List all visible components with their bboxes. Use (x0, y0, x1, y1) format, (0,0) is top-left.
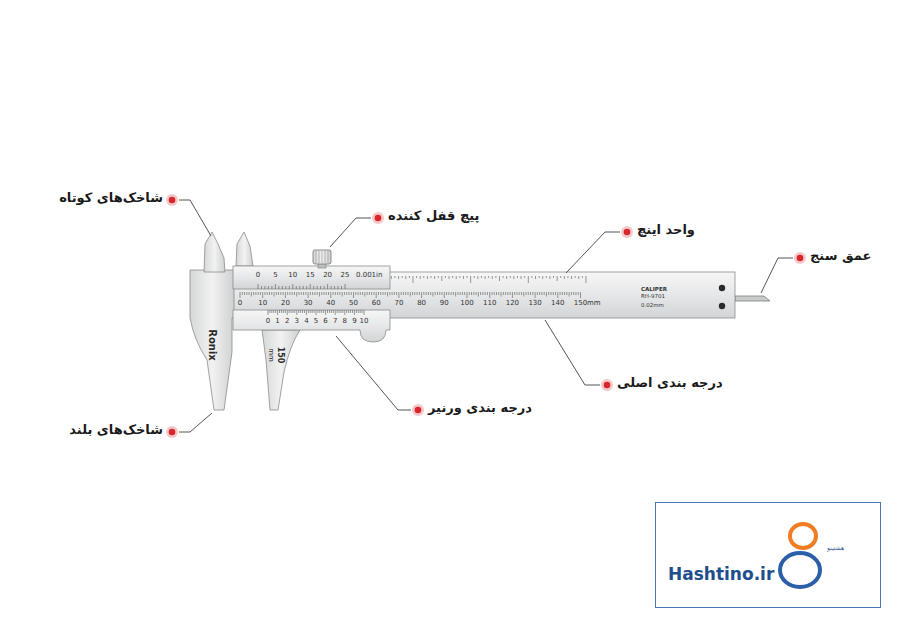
scale-number: 6 (323, 317, 327, 325)
part-label: شاخک‌های کوتاه (59, 191, 163, 206)
scale-number: 0 (266, 317, 270, 325)
scale-number: 8 (343, 317, 347, 325)
watermark-box: Hashtino.ir هشتینو (655, 502, 881, 608)
scale-number: 120 (506, 299, 519, 307)
resolution-label: 0.02mm (641, 302, 664, 308)
scale-number: 5 (273, 271, 277, 279)
part-label: عمق سنج (810, 249, 871, 264)
fixed-jaw (190, 270, 234, 410)
scale-number: 140 (551, 299, 564, 307)
brand-mark: Ronix (206, 329, 218, 361)
scale-number: 150 (574, 299, 587, 307)
scale-number: 10 (360, 317, 369, 325)
scale-number: 4 (304, 317, 308, 325)
part-label: پیچ قفل کننده (388, 209, 479, 224)
logo-eight (780, 524, 820, 587)
scale-number: 7 (333, 317, 337, 325)
movable-long-jaw (262, 330, 300, 410)
scale-number: 130 (528, 299, 541, 307)
unit-label: mm (267, 348, 275, 362)
scale-number: 2 (285, 317, 289, 325)
logo-text: هشتینو (827, 545, 844, 552)
watermark-text: Hashtino.ir (668, 565, 774, 585)
scale-number: 10 (258, 299, 267, 307)
part-label: درجه بندی اصلی (617, 376, 723, 391)
scale-number: 1 (275, 317, 279, 325)
resolution-label: 0.001in (356, 271, 382, 279)
range-label: 150 (275, 347, 284, 364)
slider-upper (233, 266, 390, 289)
scale-number: 100 (460, 299, 473, 307)
callout-dots (166, 194, 806, 438)
scale-number: 70 (394, 299, 403, 307)
scale-number: 9 (352, 317, 356, 325)
depth-rod (735, 296, 770, 301)
part-label: شاخک‌های بلند (69, 423, 163, 438)
scale-number: 5 (314, 317, 318, 325)
part-label: درجه بندی ورنیر (428, 401, 532, 416)
model-label: RH-9701 (641, 293, 665, 299)
scale-number: 110 (483, 299, 496, 307)
scale-number: 20 (323, 271, 332, 279)
scale-number: 60 (372, 299, 381, 307)
unit-label: mm (587, 299, 601, 307)
scale-number: 20 (281, 299, 290, 307)
rivet (719, 285, 725, 291)
scale-number: 15 (306, 271, 315, 279)
scale-number: 40 (326, 299, 335, 307)
scale-number: 25 (341, 271, 350, 279)
scale-number: 90 (440, 299, 449, 307)
leader-lines (179, 200, 793, 432)
scale-number: 0 (256, 271, 260, 279)
scale-number: 0 (238, 299, 242, 307)
slider-lower (233, 310, 390, 342)
model-label: CALIPER (641, 286, 667, 292)
scale-number: 80 (417, 299, 426, 307)
fixed-short-jaw (204, 232, 225, 272)
movable-short-jaw (236, 232, 253, 266)
scale-number: 10 (288, 271, 297, 279)
scale-number: 50 (349, 299, 358, 307)
vernier-ticks (258, 284, 364, 315)
scale-number: 3 (295, 317, 299, 325)
locking-screw (313, 250, 331, 264)
scale-number: 30 (304, 299, 313, 307)
part-label: واحد اینچ (637, 223, 695, 238)
rivet (719, 303, 725, 309)
screw-knurl (316, 251, 328, 263)
